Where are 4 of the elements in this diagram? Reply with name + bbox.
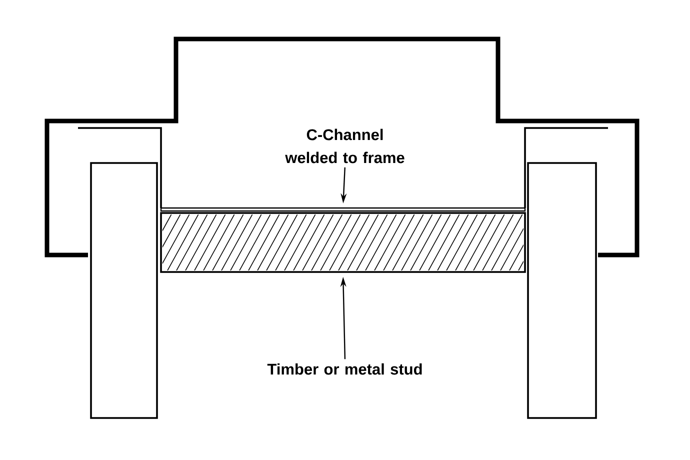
timber-stud — [160, 212, 526, 273]
c-channel — [160, 207, 526, 212]
callout-label: C-Channel welded to frame — [285, 128, 404, 164]
callout-label: Timber or metal stud — [267, 363, 422, 375]
